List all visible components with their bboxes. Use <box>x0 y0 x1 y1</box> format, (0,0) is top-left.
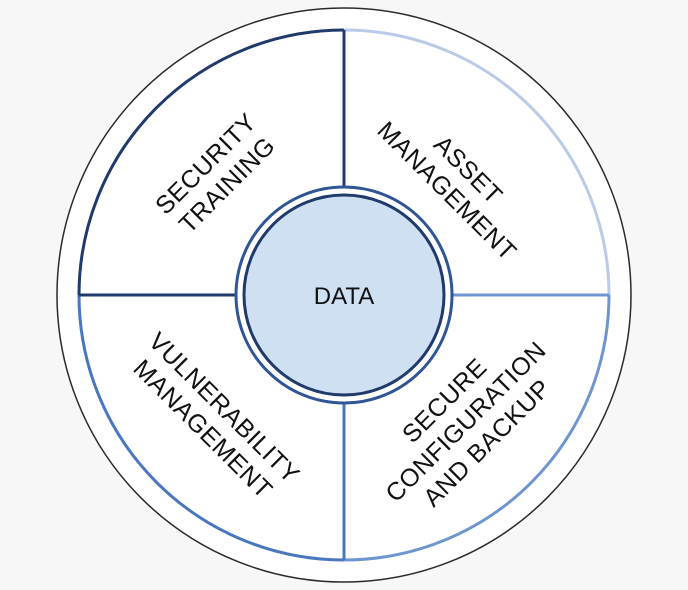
arc-bottom-right <box>343 294 611 562</box>
center-core <box>242 193 446 397</box>
arc-top-right <box>343 28 611 296</box>
center-label: DATA <box>314 283 374 310</box>
arc-bottom-left <box>77 294 345 562</box>
arc-top-left <box>77 28 345 296</box>
